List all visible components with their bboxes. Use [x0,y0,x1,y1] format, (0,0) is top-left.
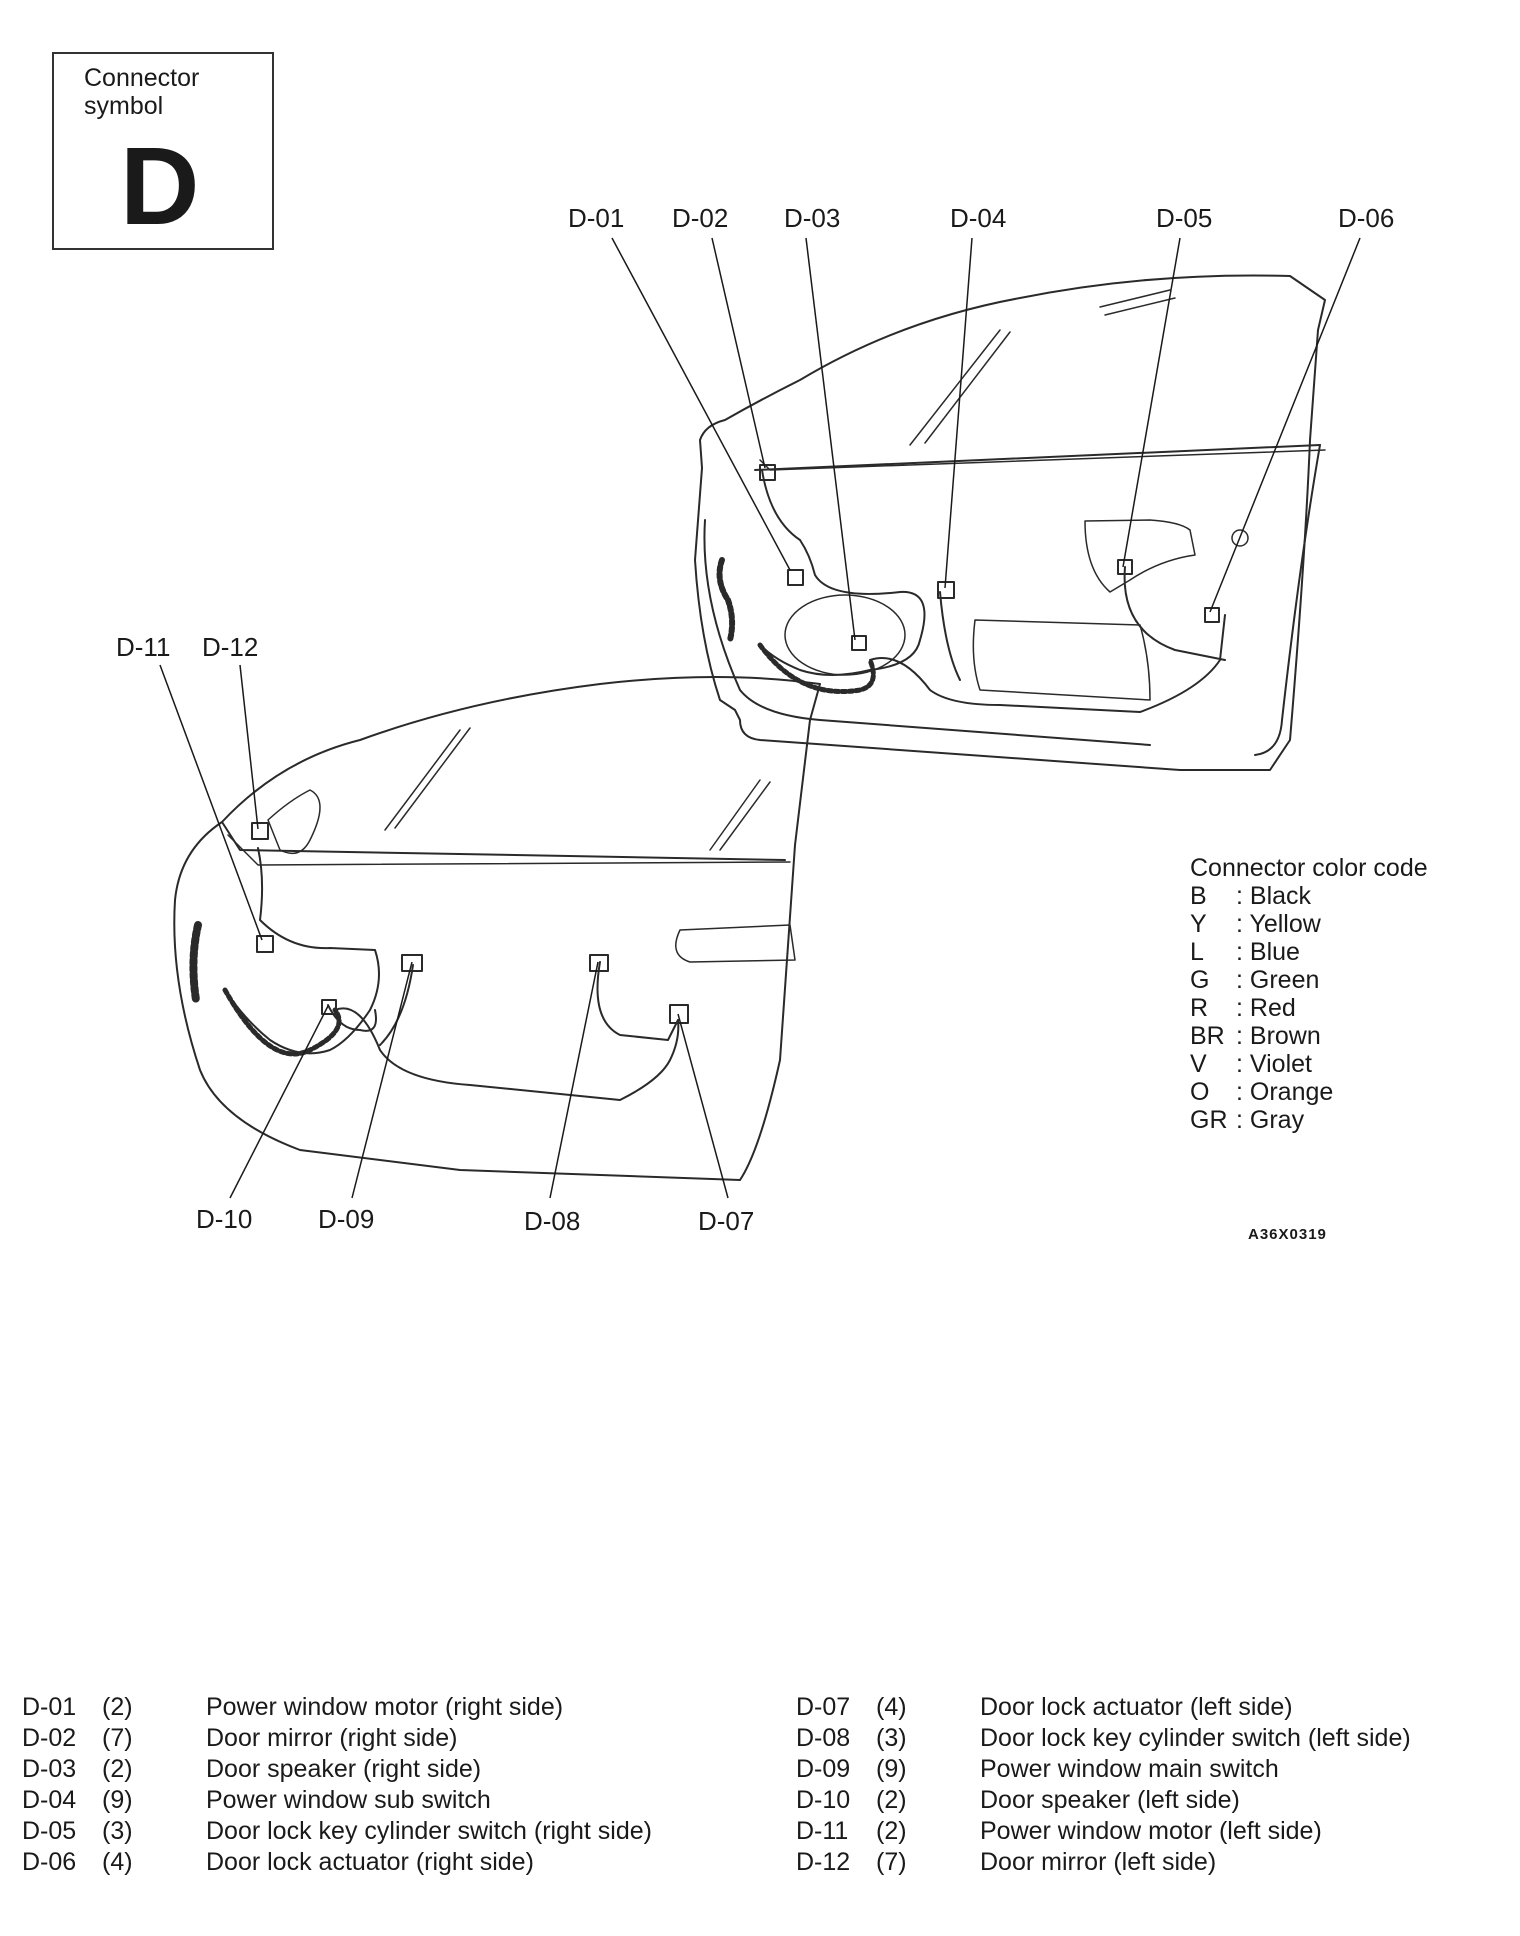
legend-entry: L : Blue [1190,938,1428,966]
connector-pins: (3) [876,1724,907,1752]
door-wiring-diagram: D-01 D-02 D-03 D-04 D-05 D-06 D-11 D-12 … [116,203,1394,1236]
legend-color-code: BR [1190,1022,1225,1050]
right-door-illustration [694,274,1326,771]
connector-description: Power window sub switch [206,1786,491,1814]
callout-d-06: D-06 [1338,203,1394,233]
connector-pins: (3) [102,1817,133,1845]
connector-description: Power window motor (left side) [980,1817,1322,1845]
callout-d-12: D-12 [202,632,258,662]
legend-entry: O : Orange [1190,1078,1428,1106]
callout-leader-lines [159,237,1361,1199]
connector-pins: (4) [102,1848,133,1876]
connector-row: D-03 (2) Door speaker (right side) [22,1754,652,1785]
connector-id: D-05 [22,1817,77,1845]
connector-id: D-02 [22,1724,77,1752]
connector-pins: (2) [876,1786,907,1814]
legend-entry: V : Violet [1190,1050,1428,1078]
connector-row: D-04 (9) Power window sub switch [22,1785,652,1816]
connector-id: D-09 [796,1755,851,1783]
legend-color-code: O [1190,1078,1210,1106]
connector-id: D-11 [796,1817,849,1845]
legend-color-code: B [1190,882,1207,910]
connector-row: D-08 (3) Door lock key cylinder switch (… [796,1723,1411,1754]
callout-d-03: D-03 [784,203,840,233]
legend-color-name: : Gray [1236,1106,1305,1134]
connector-description: Door speaker (left side) [980,1786,1240,1814]
legend-color-code: R [1190,994,1209,1022]
color-legend-title: Connector color code [1190,854,1428,882]
connector-row: D-12 (7) Door mirror (left side) [796,1847,1411,1878]
connector-description: Door lock key cylinder switch (right sid… [206,1817,652,1845]
connector-pins: (2) [876,1817,907,1845]
connector-description: Door lock actuator (right side) [206,1848,534,1876]
connector-symbol-caption: Connector symbol [84,64,200,120]
connector-row: D-06 (4) Door lock actuator (right side) [22,1847,652,1878]
legend-entry: G : Green [1190,966,1428,994]
legend-color-code: G [1190,966,1210,994]
connector-id: D-06 [22,1848,77,1876]
connector-id: D-12 [796,1848,851,1876]
connector-description: Door speaker (right side) [206,1755,482,1783]
legend-color-name: : Red [1236,994,1296,1022]
callout-d-09: D-09 [318,1204,374,1234]
legend-color-name: : Yellow [1236,910,1321,938]
connector-description: Door lock key cylinder switch (left side… [980,1724,1411,1752]
legend-color-name: : Black [1236,882,1312,910]
connector-pins: (7) [102,1724,133,1752]
callout-d-02: D-02 [672,203,728,233]
legend-color-code: V [1190,1050,1207,1078]
legend-color-code: Y [1190,910,1207,938]
connector-pins: (9) [102,1786,133,1814]
legend-color-name: : Green [1236,966,1320,994]
legend-entry: Y : Yellow [1190,910,1428,938]
connector-row: D-10 (2) Door speaker (left side) [796,1785,1411,1816]
legend-entry: GR : Gray [1190,1106,1428,1134]
legend-entry: B : Black [1190,882,1428,910]
connector-id: D-01 [22,1693,77,1721]
connector-row: D-02 (7) Door mirror (right side) [22,1723,652,1754]
connector-description: Door mirror (left side) [980,1848,1217,1876]
connector-pins: (2) [102,1693,133,1721]
connector-list-left: D-01 (2) Power window motor (right side)… [22,1692,652,1878]
legend-color-name: : Violet [1236,1050,1312,1078]
connector-pins: (7) [876,1848,907,1876]
callout-d-10: D-10 [196,1204,252,1234]
connector-row: D-09 (9) Power window main switch [796,1754,1411,1785]
legend-entry: R : Red [1190,994,1428,1022]
callout-d-11: D-11 [116,632,170,662]
legend-entry: BR : Brown [1190,1022,1428,1050]
connector-row: D-11 (2) Power window motor (left side) [796,1816,1411,1847]
legend-color-code: GR [1190,1106,1228,1134]
connector-row: D-07 (4) Door lock actuator (left side) [796,1692,1411,1723]
connector-pins: (9) [876,1755,907,1783]
connector-id: D-03 [22,1755,77,1783]
connector-symbol-box: Connector symbol D [52,52,274,250]
legend-color-name: : Blue [1236,938,1300,966]
connector-row: D-01 (2) Power window motor (right side) [22,1692,652,1723]
callout-d-05: D-05 [1156,203,1212,233]
connector-pins: (4) [876,1693,907,1721]
callout-d-04: D-04 [950,203,1006,233]
connector-symbol-letter: D [120,125,200,248]
connector-pins: (2) [102,1755,133,1783]
callout-d-01: D-01 [568,203,624,233]
figure-code: A36X0319 [1248,1226,1327,1243]
left-door-illustration [173,676,821,1181]
connector-row: D-05 (3) Door lock key cylinder switch (… [22,1816,652,1847]
callout-d-08: D-08 [524,1206,580,1236]
connector-color-legend: Connector color code B : Black Y : Yello… [1190,854,1428,1134]
callout-d-07: D-07 [698,1206,754,1236]
legend-color-code: L [1190,938,1204,966]
connector-id: D-08 [796,1724,851,1752]
connector-list-right: D-07 (4) Door lock actuator (left side) … [796,1692,1411,1878]
connector-description: Door lock actuator (left side) [980,1693,1293,1721]
connector-id: D-07 [796,1693,851,1721]
connector-id: D-10 [796,1786,851,1814]
connector-description: Power window motor (right side) [206,1693,564,1721]
legend-color-name: : Brown [1236,1022,1321,1050]
connector-description: Door mirror (right side) [206,1724,458,1752]
connector-description: Power window main switch [980,1755,1279,1783]
legend-color-name: : Orange [1236,1078,1334,1106]
connector-id: D-04 [22,1786,77,1814]
